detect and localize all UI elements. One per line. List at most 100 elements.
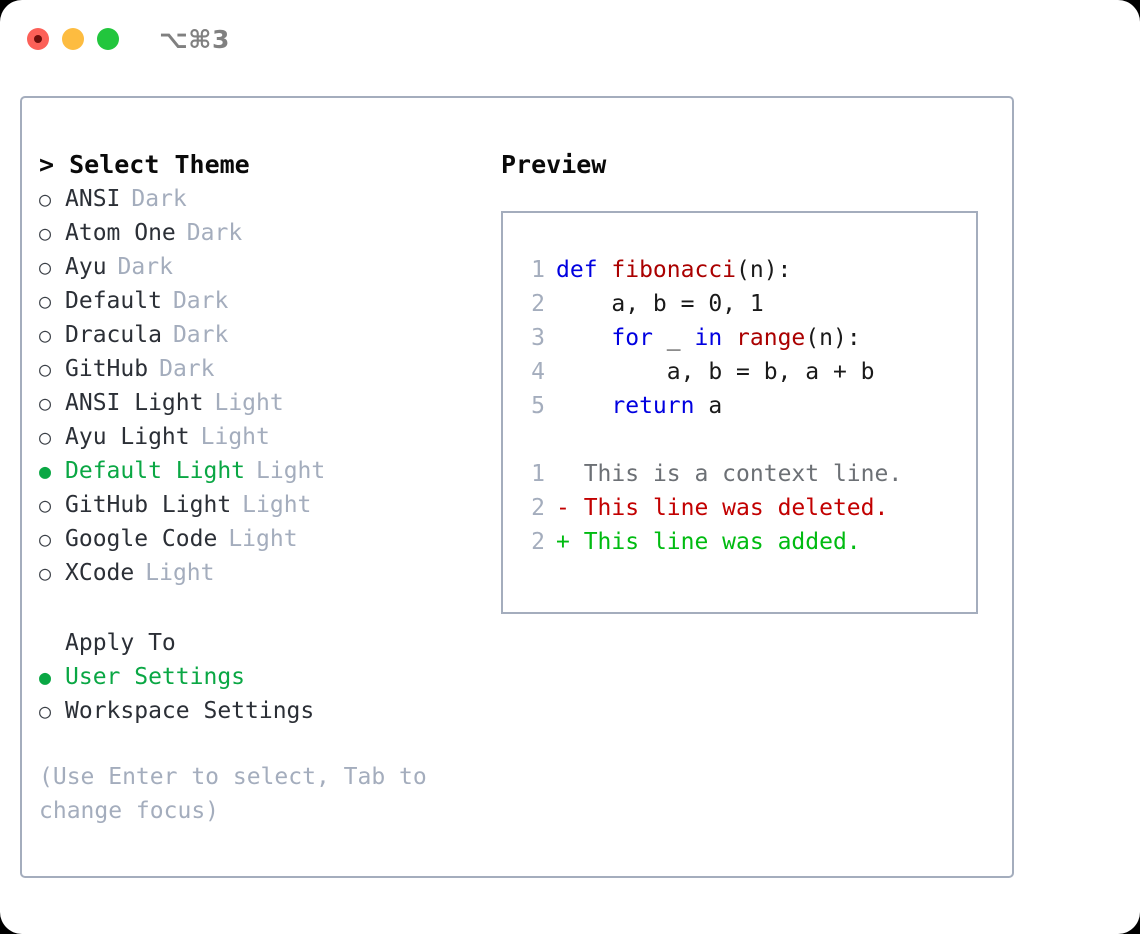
token-plain: [722, 325, 736, 351]
theme-option-label: GitHub Light: [65, 492, 232, 518]
theme-option-github-dark[interactable]: ○ GitHub Dark: [39, 352, 479, 386]
code-text: return a: [556, 389, 722, 423]
line-number: 2: [531, 495, 545, 521]
radio-icon: ○: [39, 561, 52, 585]
diff-marker: +: [556, 529, 570, 555]
close-button[interactable]: [27, 28, 49, 50]
code-line: 3 for _ in range(n):: [519, 321, 966, 355]
radio-icon: ○: [39, 323, 52, 347]
theme-option-tag: Dark: [159, 356, 215, 382]
title-bar: ⌥⌘3: [0, 0, 1140, 78]
diff-line-deleted: 2 - This line was deleted.: [519, 491, 966, 525]
theme-option-tag: Light: [228, 526, 298, 552]
theme-option-dracula-dark[interactable]: ○ Dracula Dark: [39, 318, 479, 352]
code-line: 4 a, b = b, a + b: [519, 355, 966, 389]
theme-option-tag: Light: [200, 424, 270, 450]
token-keyword: for: [611, 325, 653, 351]
theme-option-default-light[interactable]: ● Default Light Light: [39, 454, 479, 488]
radio-icon: ○: [39, 699, 52, 723]
main-panel: > Select Theme ○ ANSI Dark ○ Atom One Da…: [20, 96, 1014, 878]
code-line: 1 def fibonacci(n):: [519, 253, 966, 287]
token-keyword: def: [556, 257, 612, 283]
select-theme-header: > Select Theme: [39, 150, 250, 179]
theme-option-label: ANSI: [65, 186, 121, 212]
line-number: 1: [531, 257, 545, 283]
theme-list-column: > Select Theme ○ ANSI Dark ○ Atom One Da…: [39, 148, 479, 828]
maximize-button[interactable]: [97, 28, 119, 50]
theme-option-tag: Dark: [117, 254, 173, 280]
apply-to-option-label: Workspace Settings: [65, 698, 315, 724]
code-text: def fibonacci(n):: [556, 253, 791, 287]
radio-icon: ○: [39, 187, 52, 211]
theme-option-tag: Light: [214, 390, 284, 416]
theme-option-label: Dracula: [65, 322, 162, 348]
preview-header: Preview: [501, 150, 607, 179]
line-number: 1: [531, 461, 545, 487]
theme-option-ayu-dark[interactable]: ○ Ayu Dark: [39, 250, 479, 284]
line-number: 2: [531, 529, 545, 555]
theme-option-tag: Dark: [172, 322, 229, 348]
token-keyword: return: [611, 393, 695, 419]
radio-icon-selected: ●: [39, 459, 52, 483]
theme-option-ansi-dark[interactable]: ○ ANSI Dark: [39, 182, 479, 216]
theme-option-tag: Light: [242, 492, 312, 518]
code-text: a, b = b, a + b: [556, 355, 875, 389]
diff-spacer: [519, 423, 966, 457]
theme-option-label: Default: [65, 288, 162, 314]
diff-text: This line was deleted.: [569, 495, 889, 521]
theme-option-tag: Dark: [186, 220, 243, 246]
diff-line-context: 1 This is a context line.: [519, 457, 966, 491]
line-number: 2: [531, 291, 545, 317]
theme-option-label: GitHub: [65, 356, 149, 382]
theme-option-xcode[interactable]: ○ XCode Light: [39, 556, 479, 590]
theme-option-atom-one-dark[interactable]: ○ Atom One Dark: [39, 216, 479, 250]
token-plain: a, b = b, a + b: [556, 359, 875, 385]
radio-icon-selected: ●: [39, 665, 52, 689]
radio-icon: ○: [39, 289, 52, 313]
theme-option-label: Ayu Light: [65, 424, 190, 450]
theme-option-label: ANSI Light: [65, 390, 204, 416]
keyboard-shortcut-label: ⌥⌘3: [159, 24, 230, 54]
radio-icon: ○: [39, 357, 52, 381]
diff-marker: [556, 457, 570, 491]
traffic-light-group: [27, 28, 119, 50]
diff-line-added: 2 + This line was added.: [519, 525, 966, 559]
section-spacer: [39, 590, 479, 626]
token-plain: a: [694, 393, 723, 419]
theme-option-tag: Light: [145, 560, 215, 586]
keyboard-hint-text: (Use Enter to select, Tab to change focu…: [39, 764, 441, 824]
token-plain: (n):: [805, 325, 861, 351]
line-number: 3: [531, 325, 545, 351]
token-plain: a, b = 0, 1: [556, 291, 764, 317]
code-text: a, b = 0, 1: [556, 287, 764, 321]
minimize-button[interactable]: [62, 28, 84, 50]
code-text: for _ in range(n):: [556, 321, 861, 355]
theme-option-label: Ayu: [65, 254, 107, 280]
token-function: fibonacci: [611, 257, 737, 283]
token-plain: _: [652, 325, 695, 351]
theme-option-ansi-light[interactable]: ○ ANSI Light Light: [39, 386, 479, 420]
theme-option-default-dark[interactable]: ○ Default Dark: [39, 284, 479, 318]
theme-option-google-code[interactable]: ○ Google Code Light: [39, 522, 479, 556]
radio-icon: ○: [39, 221, 52, 245]
diff-text: This line was added.: [569, 529, 861, 555]
theme-option-github-light[interactable]: ○ GitHub Light Light: [39, 488, 479, 522]
code-sample: 1 def fibonacci(n): 2 a, b = 0, 1 3 for …: [519, 253, 966, 559]
radio-icon: ○: [39, 255, 52, 279]
apply-to-option-workspace-settings[interactable]: ○ Workspace Settings: [39, 694, 479, 728]
radio-icon: ○: [39, 493, 52, 517]
token-plain: [556, 325, 611, 351]
theme-option-label: Google Code: [65, 526, 218, 552]
apply-to-option-user-settings[interactable]: ● User Settings: [39, 660, 479, 694]
diff-text: This is a context line.: [569, 461, 903, 487]
theme-option-tag: Light: [256, 458, 326, 484]
radio-icon: ○: [39, 391, 52, 415]
code-line: 5 return a: [519, 389, 966, 423]
theme-option-ayu-light[interactable]: ○ Ayu Light Light: [39, 420, 479, 454]
token-plain: (n):: [736, 257, 792, 283]
apply-to-header: Apply To: [65, 630, 176, 656]
line-number: 5: [531, 393, 545, 419]
theme-option-label: Atom One: [65, 220, 176, 246]
radio-icon: ○: [39, 527, 52, 551]
